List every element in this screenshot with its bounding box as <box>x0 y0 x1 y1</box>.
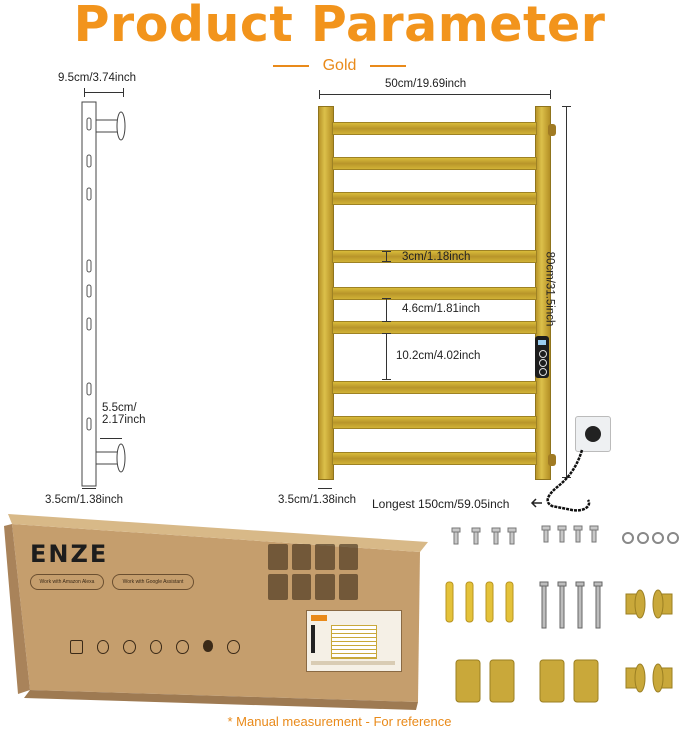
mount-knob <box>548 124 556 136</box>
divider-left <box>272 64 309 67</box>
bar-gap-small-label: 3cm/1.18inch <box>402 251 471 263</box>
mount-knob <box>548 454 556 466</box>
post-width-dimension <box>318 488 332 489</box>
box-product-label <box>306 610 402 672</box>
long-screw-set <box>539 581 603 629</box>
mode-button-icon <box>539 350 547 358</box>
wall-bracket-set <box>625 589 673 619</box>
box-feature-icon <box>338 544 358 570</box>
side-base-dimension <box>82 488 96 489</box>
measurement-disclaimer: * Manual measurement - For reference <box>227 714 452 729</box>
arrow-left-icon <box>530 498 542 508</box>
height-dimension <box>566 106 567 478</box>
box-feature-icon <box>123 640 136 654</box>
post-width-label: 3.5cm/1.38inch <box>278 494 356 506</box>
plug-icon <box>585 426 601 442</box>
brand-logo: ENZE <box>30 540 109 568</box>
box-feature-icon <box>227 640 241 654</box>
box-feature-icon <box>315 544 335 570</box>
end-cap-set <box>625 663 673 693</box>
bar-gap-large-label: 10.2cm/4.02inch <box>396 350 481 362</box>
page-title: Product Parameter <box>73 0 606 53</box>
spacer-tube-set <box>455 659 599 703</box>
rack-bar <box>332 452 537 465</box>
box-feature-icon <box>70 640 83 654</box>
box-feature-icon <box>291 574 311 600</box>
rack-bar <box>332 122 537 135</box>
timer-button-icon <box>539 359 547 367</box>
cord-length-label: Longest 150cm/59.05inch <box>372 497 510 511</box>
rack-bar <box>332 157 537 170</box>
box-feature-icon <box>268 544 288 570</box>
screw-medium-set <box>541 525 599 543</box>
rack-bar <box>332 321 537 334</box>
box-rack-icon <box>331 625 377 659</box>
side-base-label: 3.5cm/1.38inch <box>45 494 123 506</box>
control-panel <box>535 336 549 378</box>
box-feature-row <box>70 640 241 654</box>
washer-set <box>622 532 679 544</box>
product-box: ENZE Work with Amazon Alexa Work with Go… <box>0 512 430 710</box>
box-feature-icon <box>315 574 335 600</box>
power-button-icon <box>539 368 547 376</box>
display-screen <box>538 340 546 345</box>
divider-right <box>370 64 407 67</box>
width-dimension <box>319 94 551 95</box>
screw-small-set <box>451 527 517 545</box>
rack-bar <box>332 250 537 263</box>
rack-bar <box>332 381 537 394</box>
google-badge: Work with Google Assistant <box>112 574 194 590</box>
box-feature-icon <box>149 640 163 654</box>
bar-gap-medium-label: 4.6cm/1.81inch <box>402 303 480 315</box>
color-variant-label: Gold <box>0 57 679 75</box>
box-icon-grid <box>268 544 358 600</box>
height-label: 80cm/31.5inch <box>543 251 556 327</box>
mounting-hardware <box>445 525 679 703</box>
rack-bar <box>332 287 537 300</box>
width-label: 50cm/19.69inch <box>385 78 467 90</box>
side-depth-label: 9.5cm/3.74inch <box>58 72 136 84</box>
alexa-badge: Work with Amazon Alexa <box>30 574 104 590</box>
wall-outlet <box>575 416 611 452</box>
rack-bar <box>332 192 537 205</box>
box-feature-icon <box>291 544 311 570</box>
bracket-spacing-label: 5.5cm/ 2.17inch <box>102 402 146 426</box>
power-cord <box>546 449 591 512</box>
side-depth-dimension <box>84 92 124 93</box>
rack-bar <box>332 416 537 429</box>
box-feature-icon <box>202 640 214 652</box>
wall-anchor-set <box>445 581 514 623</box>
box-feature-icon <box>176 640 189 654</box>
box-feature-icon <box>268 574 288 600</box>
box-feature-icon <box>338 574 358 600</box>
box-feature-icon <box>96 640 110 654</box>
side-profile-drawing <box>81 101 126 487</box>
